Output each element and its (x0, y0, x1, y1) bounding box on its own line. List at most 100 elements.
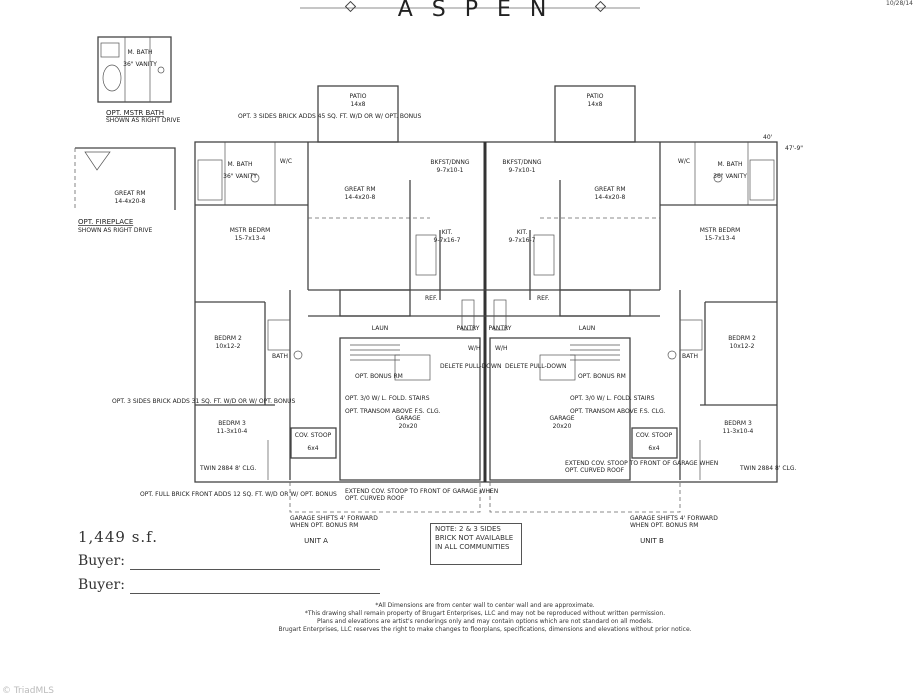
inset-mbath-label: M. BATH (128, 49, 153, 56)
svg-text:BEDRM 2: BEDRM 2 (214, 335, 242, 342)
svg-text:14-4x20-8: 14-4x20-8 (595, 194, 626, 201)
svg-text:20x20: 20x20 (399, 423, 418, 430)
svg-text:9-7x16-7: 9-7x16-7 (434, 237, 461, 244)
svg-text:OPT. BONUS RM: OPT. BONUS RM (355, 373, 403, 380)
svg-text:GARAGE SHIFTS 4' FORWARD: GARAGE SHIFTS 4' FORWARD (630, 515, 718, 522)
svg-text:DELETE PULL-DOWN: DELETE PULL-DOWN (440, 363, 501, 370)
buyer-signature-line-1 (130, 569, 380, 570)
plan-title: A S P E N (398, 0, 553, 22)
patio-unit-b: PATIO 14x8 (554, 85, 636, 143)
corner-date: 10/28/14 (886, 0, 913, 7)
title-block: A S P E N (300, 0, 640, 22)
svg-text:OPT. 3/0 W/ L. FOLD. STAIRS: OPT. 3/0 W/ L. FOLD. STAIRS (570, 395, 655, 402)
footnote-line: Brugart Enterprises, LLC reserves the ri… (278, 626, 692, 633)
svg-text:36" VANITY: 36" VANITY (123, 61, 157, 68)
svg-text:M. BATH: M. BATH (228, 161, 253, 168)
svg-text:BATH: BATH (272, 353, 288, 360)
opt-fireplace-sub: SHOWN AS RIGHT DRIVE (78, 227, 153, 234)
footnote-line: *All Dimensions are from center wall to … (375, 602, 595, 609)
svg-text:GARAGE SHIFTS 4' FORWARD: GARAGE SHIFTS 4' FORWARD (290, 515, 378, 522)
square-footage: 1,449 s.f. (78, 528, 158, 546)
svg-text:GARAGE: GARAGE (395, 415, 420, 422)
svg-text:GREAT RM: GREAT RM (344, 186, 375, 193)
svg-text:11-3x10-4: 11-3x10-4 (723, 428, 754, 435)
unit-a-label: UNIT A (304, 537, 328, 545)
svg-text:OPT. TRANSOM ABOVE F.S. CLG.: OPT. TRANSOM ABOVE F.S. CLG. (345, 408, 441, 415)
svg-text:PATIO: PATIO (586, 93, 603, 100)
svg-text:W/C: W/C (280, 158, 292, 165)
svg-text:TWIN 2884 8' CLG.: TWIN 2884 8' CLG. (199, 465, 256, 472)
unit-a-plan: M. BATH 36" VANITY W/C MSTR BEDRM 15-7x1… (195, 142, 501, 529)
svg-text:BEDRM 3: BEDRM 3 (724, 420, 752, 427)
svg-text:36" VANITY: 36" VANITY (713, 173, 747, 180)
svg-text:EXTEND COV. STOOP TO FRONT OF: EXTEND COV. STOOP TO FRONT OF GARAGE WHE… (345, 488, 498, 495)
svg-text:BATH: BATH (682, 353, 698, 360)
svg-text:W/H: W/H (468, 345, 480, 352)
mls-watermark: © TriadMLS (2, 686, 54, 696)
dim-top: 40' (763, 134, 773, 141)
svg-text:OPT. TRANSOM ABOVE F.S. CLG.: OPT. TRANSOM ABOVE F.S. CLG. (570, 408, 666, 415)
svg-text:GREAT RM: GREAT RM (594, 186, 625, 193)
svg-text:14x8: 14x8 (350, 101, 365, 108)
svg-text:EXTEND COV. STOOP TO FRONT OF: EXTEND COV. STOOP TO FRONT OF GARAGE WHE… (565, 460, 718, 467)
buyer-signature-line-2 (130, 593, 380, 594)
svg-text:PATIO: PATIO (349, 93, 366, 100)
svg-text:PANTRY: PANTRY (457, 325, 480, 332)
unit-b-plan: M. BATH 36" VANITY W/C MSTR BEDRM 15-7x1… (485, 142, 796, 529)
svg-text:OPT. BONUS RM: OPT. BONUS RM (578, 373, 626, 380)
buyer-label-1: Buyer: (78, 553, 125, 569)
opt-master-bath-sub: SHOWN AS RIGHT DRIVE (106, 117, 181, 124)
svg-text:W/H: W/H (495, 345, 507, 352)
svg-text:COV. STOOP: COV. STOOP (295, 432, 332, 439)
opt-brick-top-note: OPT. 3 SIDES BRICK ADDS 45 SQ. FT. W/D O… (238, 113, 422, 120)
unit-b-label: UNIT B (640, 537, 664, 545)
svg-text:M. BATH: M. BATH (718, 161, 743, 168)
svg-text:GARAGE: GARAGE (549, 415, 574, 422)
svg-text:6x4: 6x4 (648, 445, 659, 452)
footnote-line: Plans and elevations are artist's render… (316, 618, 654, 625)
svg-text:MSTR BEDRM: MSTR BEDRM (230, 227, 271, 234)
svg-text:OPT. CURVED ROOF: OPT. CURVED ROOF (345, 495, 405, 502)
buyer-label-2: Buyer: (78, 577, 125, 593)
disclaimer-footnote: *All Dimensions are from center wall to … (250, 602, 720, 634)
svg-text:14x8: 14x8 (587, 101, 602, 108)
svg-text:14-4x20-8: 14-4x20-8 (345, 194, 376, 201)
svg-text:W/C: W/C (678, 158, 690, 165)
footnote-line: *This drawing shall remain property of B… (304, 610, 666, 617)
svg-text:LAUN: LAUN (372, 325, 388, 332)
svg-text:15-7x13-4: 15-7x13-4 (235, 235, 266, 242)
svg-text:REF.: REF. (537, 295, 549, 302)
svg-text:WHEN OPT. BONUS RM: WHEN OPT. BONUS RM (630, 522, 698, 529)
brick-note-box: NOTE: 2 & 3 SIDES BRICK NOT AVAILABLE IN… (430, 523, 522, 565)
svg-text:KIT.: KIT. (517, 229, 528, 236)
svg-text:TWIN 2884 8' CLG.: TWIN 2884 8' CLG. (739, 465, 796, 472)
svg-text:COV. STOOP: COV. STOOP (636, 432, 673, 439)
svg-text:PANTRY: PANTRY (489, 325, 512, 332)
svg-text:15-7x13-4: 15-7x13-4 (705, 235, 736, 242)
svg-text:9-7x10-1: 9-7x10-1 (437, 167, 464, 174)
svg-text:BEDRM 2: BEDRM 2 (728, 335, 756, 342)
svg-text:BEDRM 3: BEDRM 3 (218, 420, 246, 427)
opt-fireplace-label: OPT. FIREPLACE (78, 218, 133, 226)
svg-text:LAUN: LAUN (579, 325, 595, 332)
svg-text:OPT. CURVED ROOF: OPT. CURVED ROOF (565, 467, 625, 474)
svg-text:KIT.: KIT. (442, 229, 453, 236)
svg-text:REF.: REF. (425, 295, 437, 302)
svg-text:9-7x10-1: 9-7x10-1 (509, 167, 536, 174)
svg-text:20x20: 20x20 (553, 423, 572, 430)
opt-master-bath-inset: M. BATH 36" VANITY OPT. MSTR BATH SHOWN … (97, 36, 181, 124)
svg-text:6x4: 6x4 (307, 445, 318, 452)
svg-text:BKFST/DNNG: BKFST/DNNG (502, 159, 541, 166)
svg-text:OPT. 3/0 W/ L. FOLD. STAIRS: OPT. 3/0 W/ L. FOLD. STAIRS (345, 395, 430, 402)
opt-master-bath-label: OPT. MSTR BATH (106, 109, 164, 117)
svg-text:DELETE PULL-DOWN: DELETE PULL-DOWN (505, 363, 566, 370)
svg-text:BKFST/DNNG: BKFST/DNNG (430, 159, 469, 166)
opt-brick-left-note: OPT. 3 SIDES BRICK ADDS 31 SQ. FT. W/D O… (112, 398, 296, 405)
svg-text:36" VANITY: 36" VANITY (223, 173, 257, 180)
svg-text:11-3x10-4: 11-3x10-4 (217, 428, 248, 435)
svg-text:WHEN OPT. BONUS RM: WHEN OPT. BONUS RM (290, 522, 358, 529)
svg-text:9-7x16-7: 9-7x16-7 (509, 237, 536, 244)
svg-text:10x12-2: 10x12-2 (216, 343, 241, 350)
fireplace-room-label: GREAT RM (114, 190, 145, 197)
